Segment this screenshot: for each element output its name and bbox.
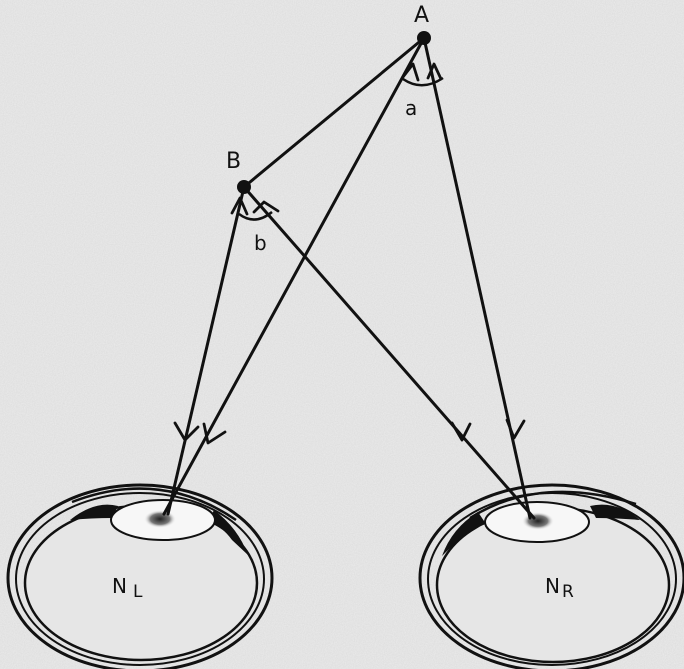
left-eye-pupil bbox=[144, 510, 176, 528]
right-eye-label-main: N bbox=[545, 574, 560, 598]
angle-a-label: a bbox=[405, 96, 417, 120]
right-eye-label-subscript: R bbox=[562, 582, 574, 602]
point-a-dot bbox=[417, 31, 431, 45]
point-b-label: B bbox=[226, 149, 241, 174]
point-a-label: A bbox=[414, 3, 429, 28]
angle-b-label: b bbox=[254, 231, 267, 255]
left-eye-label-main: N bbox=[112, 574, 127, 598]
right-eye-pupil bbox=[522, 512, 554, 530]
point-b-dot bbox=[237, 180, 251, 194]
left-eye-label-subscript: L bbox=[133, 582, 143, 602]
